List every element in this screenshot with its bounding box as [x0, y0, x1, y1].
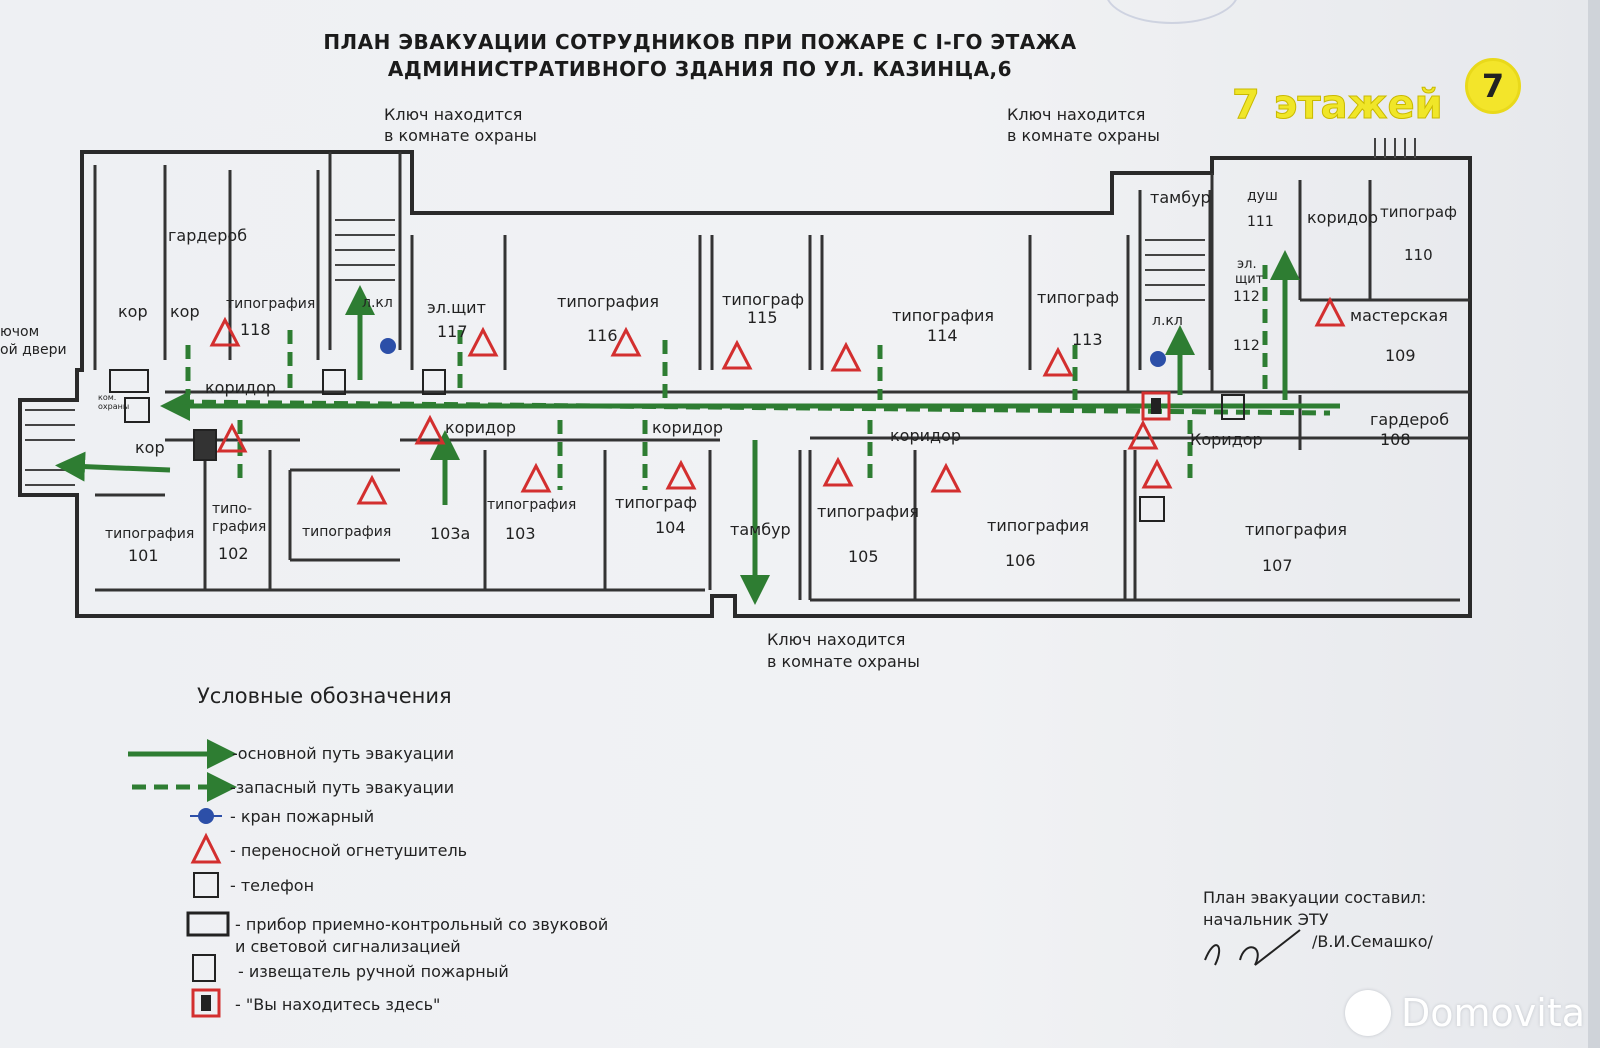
key-note-top-right-2: в комнате охраны — [1007, 126, 1160, 145]
room-116-number: 116 — [587, 326, 618, 345]
room-112-shield-label: щит — [1235, 272, 1264, 287]
watermark: Domovita — [1345, 990, 1585, 1036]
floors-badge: 7 этажей — [1232, 82, 1444, 129]
legend-main-route: -основной путь эвакуации — [232, 744, 455, 763]
room-118-number: 118 — [240, 320, 271, 339]
key-note-top-left-1: Ключ находится — [384, 105, 523, 124]
room-108-label: гардероб — [1370, 410, 1450, 429]
room-113-label: типограф — [1037, 288, 1120, 307]
legend-title: Условные обозначения — [197, 684, 452, 708]
stair-right-label: л.кл — [1152, 313, 1183, 329]
page-title-line2: АДМИНИСТРАТИВНОГО ЗДАНИЯ ПО УЛ. КАЗИНЦА,… — [387, 57, 1013, 81]
key-note-bottom-1: Ключ находится — [767, 630, 906, 649]
legend-you-are-here: - "Вы находитесь здесь" — [235, 995, 441, 1014]
room-101-number: 101 — [128, 546, 159, 565]
room-112-number-a: 112 — [1233, 289, 1260, 305]
room-109-label: мастерская — [1350, 306, 1448, 325]
watermark-text: Domovita — [1401, 991, 1586, 1035]
room-116-label: типография — [557, 292, 660, 311]
room-115-number: 115 — [747, 308, 778, 327]
signature-line2: начальник ЭТУ — [1203, 910, 1329, 929]
room-104-number: 104 — [655, 518, 686, 537]
room-102-label: типо-графия — [212, 501, 267, 535]
key-note-top-right-1: Ключ находится — [1007, 105, 1146, 124]
legend-alarm-panel: - прибор приемно-контрольный со звуковой — [235, 915, 609, 934]
stair-left-label: л.кл — [362, 295, 393, 311]
legend-fire-hydrant: - кран пожарный — [230, 807, 375, 826]
room-109-number: 109 — [1385, 346, 1416, 365]
signature-name: /В.И.Семашко/ — [1312, 932, 1433, 951]
key-note-left-cut-2: ой двери — [0, 342, 67, 358]
room-108-number: 108 — [1380, 430, 1411, 449]
room-101-label: типография — [105, 526, 195, 542]
room-107-number: 107 — [1262, 556, 1293, 575]
legend-manual-call-point: - извещатель ручной пожарный — [238, 962, 509, 981]
legend-icons — [128, 739, 237, 1018]
room-104-label: типограф — [615, 493, 698, 512]
kor-label-1: кор — [118, 302, 148, 321]
room-107-label: типография — [1245, 520, 1348, 539]
room-105-number: 105 — [848, 547, 879, 566]
building-walls — [18, 150, 1472, 618]
kor-label-2: кор — [170, 302, 200, 321]
tambur-label-bottom: тамбур — [730, 520, 791, 539]
room-114-label: типография — [892, 306, 995, 325]
corridor-label-2: коридор — [445, 418, 517, 437]
room-103-number: 103 — [505, 524, 536, 543]
room-117-number: 117 — [437, 322, 468, 341]
extinguisher-markers — [209, 296, 1346, 505]
room-103a-number: 103а — [430, 524, 471, 543]
key-note-left-cut-1: ючом — [0, 324, 40, 340]
handwritten-signature — [1204, 929, 1301, 966]
room-102-number: 102 — [218, 544, 249, 563]
room-111-label: душ — [1247, 188, 1278, 204]
legend-phone: - телефон — [230, 876, 315, 895]
room-112-number-b: 112 — [1233, 338, 1260, 354]
key-note-bottom-2: в комнате охраны — [767, 652, 920, 671]
room-110-label: типограф — [1380, 203, 1457, 221]
guard-room-label: ком. охраны — [98, 393, 130, 411]
legend-extinguisher: - переносной огнетушитель — [230, 841, 468, 860]
room-114-number: 114 — [927, 326, 958, 345]
paper-edge — [1588, 0, 1600, 1048]
corridor-label-6: коридор — [1307, 208, 1379, 227]
key-note-top-left-2: в комнате охраны — [384, 126, 537, 145]
corridor-label-4: коридор — [890, 426, 962, 445]
fire-hydrant-markers — [380, 338, 1166, 367]
signature-line1: План эвакуации составил: — [1203, 888, 1427, 907]
room-112-el-label: эл. — [1237, 257, 1257, 272]
room-115-label: типограф — [722, 290, 805, 309]
room-113-number: 113 — [1072, 330, 1103, 349]
room-117-label: эл.щит — [427, 298, 486, 317]
reserve-evacuation-route — [179, 265, 1331, 490]
corridor-label-3: коридор — [652, 418, 724, 437]
floors-icon: 7 — [1465, 58, 1521, 114]
tambur-label-top: тамбур — [1150, 188, 1211, 207]
you-are-here-marker — [1141, 391, 1171, 421]
inner-walls — [93, 152, 1470, 602]
room-103-label: типография — [487, 497, 577, 513]
equipment-markers — [109, 369, 1245, 522]
room-106-number: 106 — [1005, 551, 1036, 570]
room-118-label: типография — [226, 296, 316, 312]
legend-alarm-panel-2: и световой сигнализацией — [235, 937, 461, 956]
room-103a-label: типография — [302, 524, 392, 540]
room-111-number: 111 — [1247, 214, 1274, 230]
room-106-label: типография — [987, 516, 1090, 535]
corridor-label-5: Коридор — [1190, 430, 1263, 449]
room-105-label: типография — [817, 502, 920, 521]
room-110-number: 110 — [1404, 246, 1433, 264]
stair-treads — [25, 138, 1416, 486]
corridor-label-1: коридор — [205, 378, 277, 397]
kor-label-3: кор — [135, 438, 165, 457]
watermark-logo-icon — [1345, 990, 1391, 1036]
page-title-line1: ПЛАН ЭВАКУАЦИИ СОТРУДНИКОВ ПРИ ПОЖАРЕ С … — [323, 30, 1077, 54]
legend-reserve-route: -запасный путь эвакуации — [230, 778, 455, 797]
wardrobe-label: гардероб — [168, 226, 248, 245]
